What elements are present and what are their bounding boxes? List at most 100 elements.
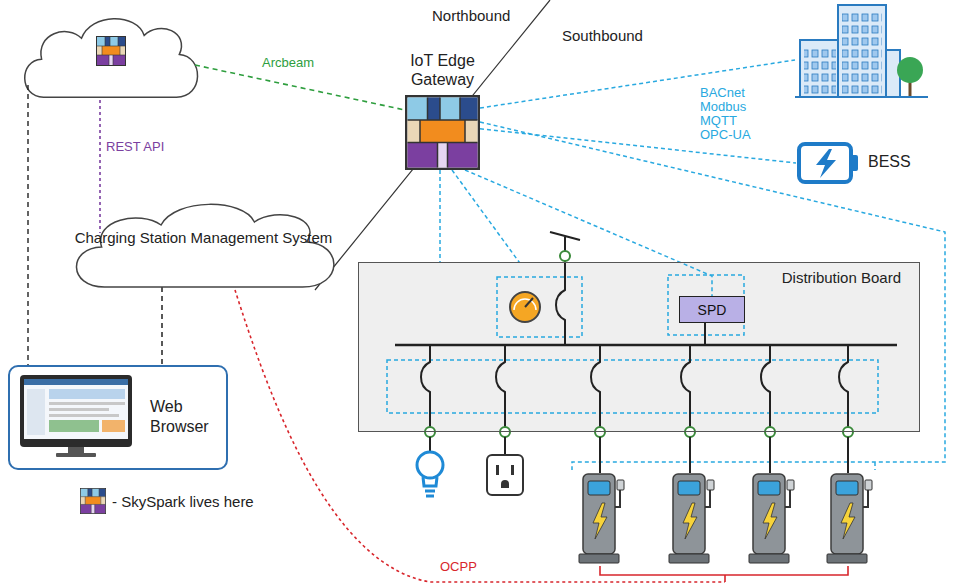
distribution-board-drawing — [421, 345, 853, 437]
edge-gateway-outline — [406, 96, 479, 169]
distribution-board-drawing — [556, 261, 565, 345]
ev-charger-icon — [827, 474, 872, 563]
node-text: Web Browser — [150, 397, 220, 437]
distribution-board-drawing — [497, 277, 582, 337]
legend-text: - SkySpark lives here — [112, 493, 254, 510]
monitor-icon — [49, 408, 109, 411]
dashed-link — [161, 287, 163, 365]
building-icon — [838, 5, 886, 97]
node-text: IoT Edge Gateway — [390, 51, 495, 89]
protocol-label: MQTT — [700, 114, 737, 128]
distribution-board-drawing — [387, 360, 878, 413]
monitor-icon — [102, 420, 125, 432]
outlet-icon — [487, 437, 523, 495]
browser-link — [27, 85, 28, 365]
cloud-platform — [97, 37, 126, 66]
distribution-board-drawing — [591, 345, 600, 427]
distribution-board-drawing — [843, 427, 853, 437]
bess-battery-shape — [796, 140, 860, 186]
building-icon — [842, 10, 882, 94]
protocol-label: REST API — [106, 140, 164, 154]
outlet-icon — [487, 455, 523, 495]
edge-gateway: IoT Edge Gateway — [405, 95, 480, 170]
ev-charger-icon — [579, 474, 624, 563]
southbound-links — [452, 170, 530, 277]
monitor-icon — [49, 402, 125, 405]
ocpp-bracket — [600, 566, 848, 582]
direction-label: Southbound — [562, 28, 643, 45]
distribution-board-drawing — [395, 344, 897, 347]
monitor-icon — [49, 420, 99, 432]
monitor-icon — [24, 379, 128, 385]
legend-entry: - SkySpark lives here — [80, 488, 254, 514]
ev-charger-icon — [579, 437, 872, 563]
monitor-icon — [49, 414, 119, 417]
distribution-board: Distribution BoardSPD — [358, 262, 920, 432]
protocol-label: Arcbeam — [262, 56, 314, 70]
outlet-icon — [511, 465, 514, 475]
distribution-board-drawing — [595, 427, 605, 437]
building-icon — [795, 5, 928, 97]
ev-charger-icon — [847, 437, 849, 473]
monitor-icon — [20, 375, 132, 457]
distribution-board-drawing — [685, 427, 695, 437]
bess-battery-outline — [799, 144, 858, 182]
distribution-board-drawing — [510, 292, 540, 322]
lamp-icon — [417, 437, 443, 496]
distribution-board-drawing — [550, 232, 580, 251]
divider-line — [315, 0, 550, 290]
ev-charger-icon — [749, 474, 794, 563]
ev-charger-icon — [769, 437, 771, 473]
arcbeam-link — [195, 65, 405, 110]
distribution-board-drawing — [839, 345, 848, 427]
spd-box: SPD — [679, 296, 745, 323]
protocol-label: OCPP — [440, 560, 477, 574]
building-icon — [800, 40, 840, 97]
node-text: BESS — [868, 153, 911, 171]
monitor-icon — [20, 375, 132, 447]
distribution-board-drawing — [704, 322, 706, 345]
distribution-board-drawing — [514, 299, 536, 310]
distribution-board-drawing — [358, 262, 920, 432]
monitor-icon — [27, 389, 45, 435]
dashed-link — [465, 170, 712, 296]
node-text: Distribution Board — [782, 269, 901, 286]
southbound-links — [480, 60, 795, 108]
distribution-board-drawing — [425, 427, 435, 437]
distribution-board-drawing — [681, 345, 690, 427]
ev-charger-icon — [599, 437, 601, 473]
distribution-board-drawing — [761, 345, 770, 427]
dashed-link — [480, 129, 796, 163]
ev-charger-icon — [669, 474, 714, 563]
distribution-board-drawing — [525, 298, 533, 307]
web-browser-box: Web Browser — [8, 365, 228, 470]
distribution-board-drawing — [496, 345, 505, 427]
outlet-icon — [496, 465, 499, 475]
outlet-icon — [504, 437, 506, 455]
outlet-icon — [501, 480, 509, 488]
bess-battery: BESS — [796, 140, 860, 186]
distribution-board-drawing — [500, 427, 510, 437]
management-cloud: Charging Station Management System — [62, 190, 345, 290]
building-icon — [795, 96, 928, 98]
monitor-icon — [56, 453, 96, 457]
monitor-icon — [49, 389, 125, 399]
ev-charger-icon — [689, 437, 691, 473]
distribution-board-drawing — [421, 345, 430, 427]
monitor-icon — [24, 379, 128, 439]
direction-label: Northbound — [432, 8, 510, 25]
building-icon — [897, 57, 923, 83]
protocol-label: BACnet — [700, 86, 745, 100]
node-text: Charging Station Management System — [62, 228, 345, 248]
lamp-icon — [417, 452, 443, 478]
distribution-board-drawing — [765, 427, 775, 437]
protocol-label: OPC-UA — [700, 128, 751, 142]
legend-sample — [80, 488, 105, 513]
lamp-icon — [423, 477, 437, 496]
building-icon — [804, 46, 836, 94]
cloud-platform — [25, 19, 198, 98]
monitor-icon — [68, 447, 84, 454]
rest-api-link — [99, 100, 101, 233]
cloud-platform — [25, 19, 198, 98]
